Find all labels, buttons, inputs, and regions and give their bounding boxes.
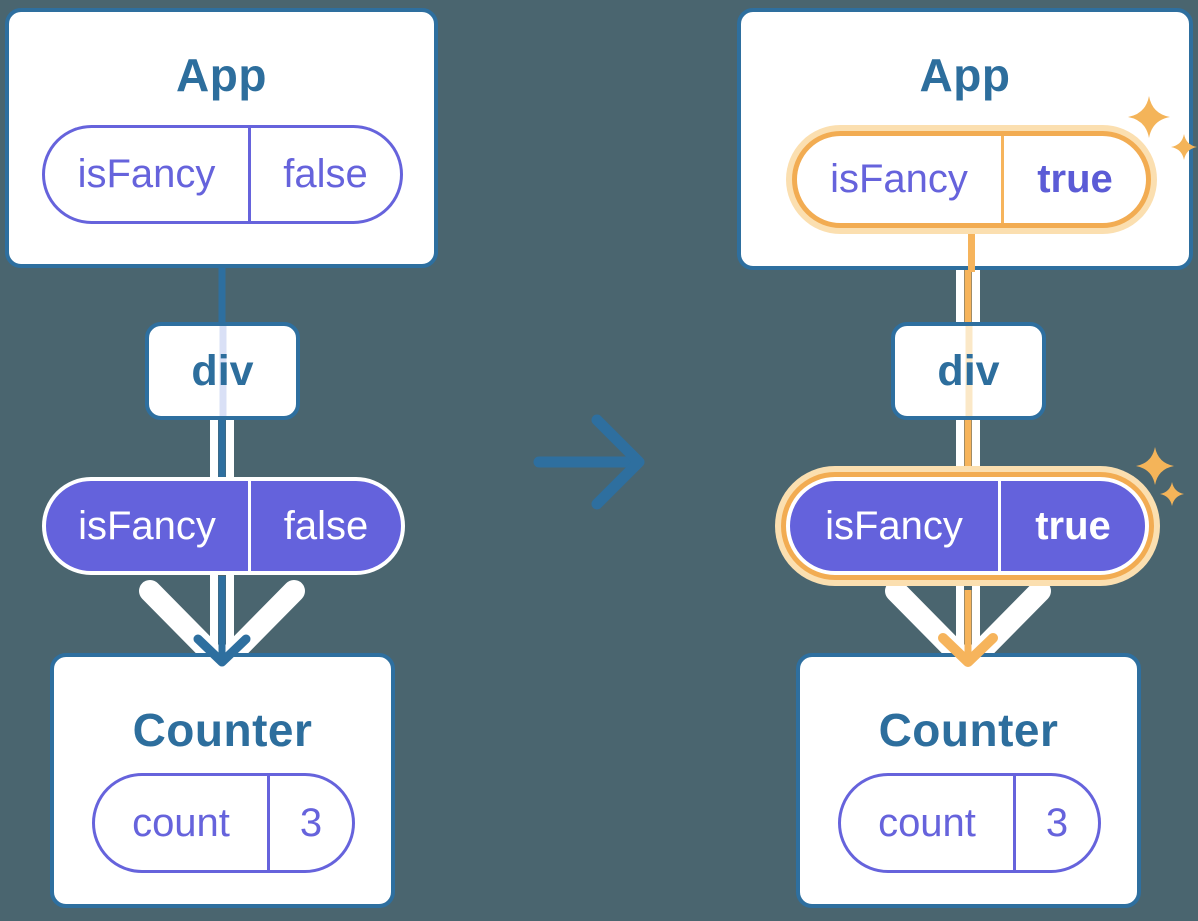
before-prop-to-counter-line xyxy=(210,573,234,648)
pill-divider xyxy=(267,776,270,870)
before-div-label: div xyxy=(191,346,254,395)
after-counter-state-pill: count 3 xyxy=(838,773,1101,873)
before-prop-pill: isFancy false xyxy=(42,477,405,575)
state-key-label: count xyxy=(132,800,230,845)
pill-divider xyxy=(248,481,251,571)
state-value-label: true xyxy=(1037,157,1113,201)
before-div-to-prop-line xyxy=(210,414,234,482)
before-div-box: div xyxy=(145,322,300,420)
sparkle-icon-small xyxy=(1160,482,1184,506)
sparkle-icon-large xyxy=(1136,447,1174,485)
after-div-label: div xyxy=(937,346,1000,395)
before-counter-title: Counter xyxy=(132,704,313,756)
before-app-title: App xyxy=(176,49,267,101)
after-app-card: App isFancy true xyxy=(737,8,1193,272)
state-key-label: isFancy xyxy=(830,157,968,201)
prop-key-label: isFancy xyxy=(78,503,216,548)
state-value-label: false xyxy=(283,152,368,196)
after-counter-card: Counter count 3 xyxy=(796,653,1141,908)
after-div-to-prop-line xyxy=(956,414,980,482)
before-counter-card: Counter count 3 xyxy=(50,653,395,908)
prop-value-label: true xyxy=(1035,503,1111,548)
before-down-arrow-icon xyxy=(193,576,251,667)
transition-arrow-right-icon xyxy=(533,414,645,510)
after-prop-to-counter-line xyxy=(956,573,980,648)
prop-value-label: false xyxy=(283,503,369,548)
state-key-label: count xyxy=(878,800,976,845)
after-app-state-pill-highlighted: isFancy true xyxy=(792,131,1151,228)
pill-divider xyxy=(1001,136,1004,223)
after-app-title: App xyxy=(919,49,1011,101)
after-down-arrow-icon xyxy=(938,590,998,667)
before-counter-state-pill: count 3 xyxy=(92,773,355,873)
after-counter-title: Counter xyxy=(878,704,1059,756)
after-app-state-line xyxy=(968,230,975,272)
after-div-through-line xyxy=(965,326,972,416)
after-div-box: div xyxy=(891,322,1046,420)
pill-divider xyxy=(998,481,1001,571)
before-app-card: App isFancy false xyxy=(5,8,438,268)
prop-key-label: isFancy xyxy=(825,503,963,548)
before-div-through-line xyxy=(219,326,226,416)
state-value-label: 3 xyxy=(299,800,323,845)
state-key-label: isFancy xyxy=(77,152,216,196)
before-app-state-pill: isFancy false xyxy=(42,125,403,224)
state-value-label: 3 xyxy=(1045,800,1069,845)
after-prop-pill-highlighted: isFancy true xyxy=(786,477,1149,575)
pill-divider xyxy=(248,128,251,221)
pill-divider xyxy=(1013,776,1016,870)
